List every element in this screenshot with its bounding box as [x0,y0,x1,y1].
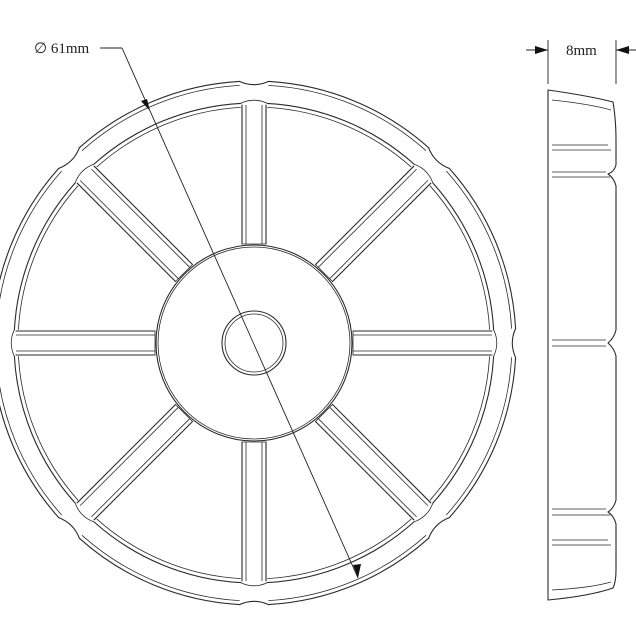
rim-notch [428,517,450,539]
rim-arc [268,80,430,149]
rim-arc [18,185,79,330]
rim-notch [58,147,80,169]
spoke-edge [79,180,179,279]
spoke-cap [175,404,193,422]
rim-notch [238,600,270,606]
front-view-disc [0,80,517,606]
rim-fillet [240,582,268,587]
rim-arc [429,185,490,330]
spoke-edge [91,418,190,518]
diameter-leader-line [121,47,359,579]
rim-fillet [10,329,15,357]
hub [155,244,353,442]
thickness-arrow-left [535,46,548,54]
rim-arc [78,80,240,149]
rim-arc [13,355,76,504]
rim-arc [446,357,512,516]
spoke-edge [318,418,417,518]
rim-arc [96,518,241,579]
rim-arc [448,357,517,519]
center-bore [221,310,287,376]
diameter-label: ∅ 61mm [34,41,89,57]
rim-arc [18,356,79,501]
spoke-edge [329,407,429,506]
thickness-arrow-right [616,46,629,54]
diameter-arrow-top [141,99,150,111]
rim-arc [78,537,240,606]
spoke-cap [315,404,333,422]
rim-arc [268,537,430,606]
side-view [547,89,617,601]
diameter-dimension: ∅ 61mm [34,41,361,579]
spoke-edge [76,182,177,283]
rim-arc [0,167,60,282]
rim-arc [93,521,242,584]
rim-arc [268,535,427,601]
rim-arc [432,355,495,504]
spoke-edge [329,180,429,279]
spoke-edge [331,182,432,283]
rim-arc [0,404,60,519]
rim-arc [267,107,412,168]
spoke-edge [331,403,432,504]
spoke-edge [79,407,179,506]
rim-arc [0,170,62,301]
spoke-edge [314,165,415,266]
rim-arc [268,85,427,151]
spoke-edge [318,168,417,268]
spoke-edge [93,165,194,266]
rim-fillet [493,329,498,357]
rim-arc [448,167,517,329]
rim-arc [266,521,415,584]
rim-arc [267,518,412,579]
rim-notch [58,517,80,539]
spoke-edge [93,420,194,521]
rim-fillet [240,99,268,104]
rim-arc [81,535,240,601]
rim-arc [96,107,241,168]
spokes [15,104,493,582]
rim-fillet [74,502,95,523]
rim-arc [81,85,240,151]
rim-arc [13,182,76,331]
rim-arc [429,356,490,501]
diameter-arrow-bottom [353,564,361,578]
outer-rim [0,80,517,606]
thickness-dimension: 8mm [526,40,636,84]
rim-arc [432,182,495,331]
spoke-edge [76,403,177,504]
rim-arc [93,102,242,165]
rim-notch [238,80,270,86]
rim-fillet [413,163,434,184]
rim-notch [428,147,450,169]
rim-arc [266,102,415,165]
thickness-label: 8mm [566,43,597,59]
rim-fillet [413,502,434,523]
spoke-cap [175,264,193,282]
spoke-cap [315,264,333,282]
rim-notch [511,327,517,359]
rim-arc [0,385,62,516]
rim-arc [446,170,512,329]
spoke-edge [314,420,415,521]
rim-fillet [74,163,95,184]
spoke-edge [91,168,190,268]
